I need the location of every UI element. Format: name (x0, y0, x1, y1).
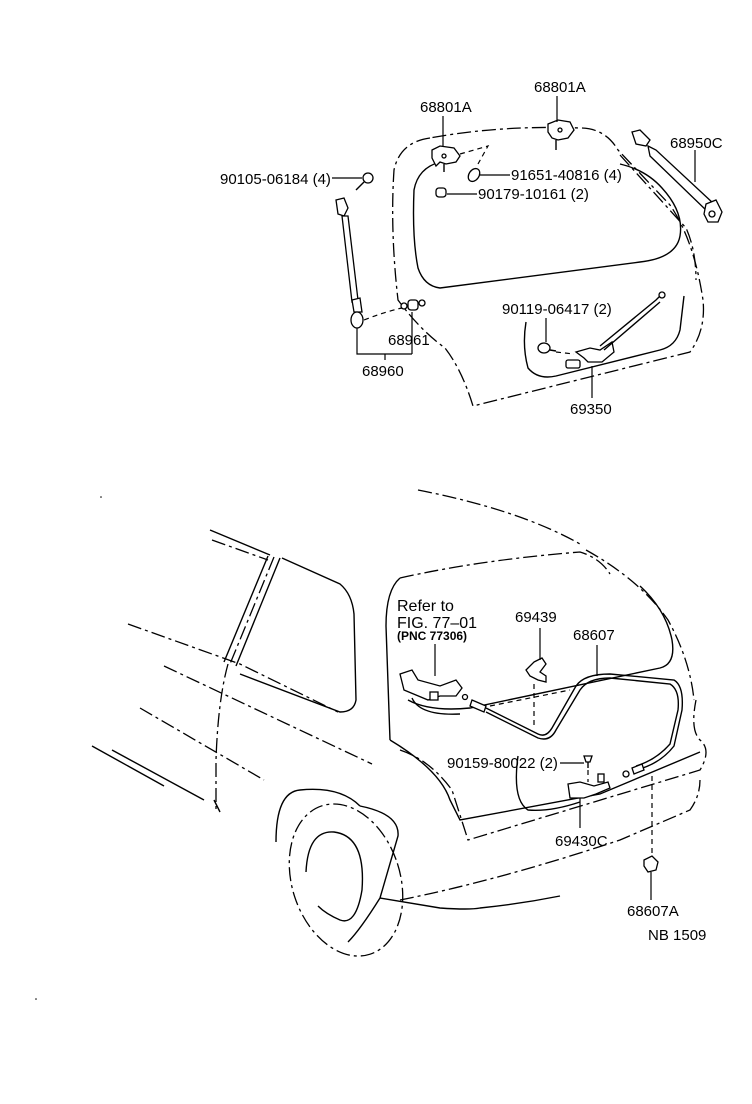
back-door-outline (392, 126, 705, 407)
label-68950C: 68950C (670, 135, 723, 152)
leader-68960-bracket (356, 328, 412, 355)
lever-arc (411, 697, 461, 715)
opener-lever-part[interactable] (399, 669, 463, 701)
bolt-90119-part[interactable] (537, 342, 557, 354)
back-door-right-edge-lower (585, 549, 695, 701)
bumper-top (399, 699, 707, 841)
label-91651-40816: 91651-40816 (4) (511, 167, 622, 184)
cushion-90179-part[interactable] (435, 187, 447, 198)
scan-speck (100, 496, 102, 498)
vehicle-rear-view: Refer to FIG. 77–01 (PNC 77306) 69439 68… (91, 489, 707, 957)
quarter-window (239, 557, 357, 713)
roof-line (417, 489, 581, 545)
refer-to-text: Refer to (397, 598, 454, 615)
label-90105-06184: 90105-06184 (4) (220, 171, 331, 188)
hinge-left-dashed-ref (459, 145, 490, 165)
screw-90159-part[interactable] (583, 755, 593, 768)
body-side-line-1 (163, 665, 373, 765)
back-door-left-edge (385, 577, 401, 741)
body-side-line-2 (139, 707, 265, 781)
label-69439: 69439 (515, 609, 557, 626)
roof-edge-left (209, 529, 271, 556)
rocker-line (379, 895, 561, 910)
cable-dashed-ref (489, 689, 571, 707)
label-90119-06417: 90119-06417 (2) (502, 301, 612, 318)
tire (288, 803, 404, 957)
c-pillar-outer (223, 555, 269, 663)
bolt-91651-part[interactable] (466, 166, 482, 183)
striker-69430C-part[interactable] (567, 773, 611, 799)
back-door-upper-edge (399, 551, 611, 579)
hatch-lower-edge (389, 739, 701, 821)
back-door-right-edge (619, 154, 697, 281)
body-side-line-4 (111, 749, 205, 801)
bumper-bottom (399, 779, 701, 901)
ball-stud-68961-part[interactable] (400, 299, 426, 311)
c-pillar-inner (235, 557, 281, 667)
wheel-rim (305, 831, 364, 922)
hinge-left-part[interactable] (431, 145, 461, 172)
damper-left-dashed-ref (363, 307, 403, 321)
lock-assy-69350-part[interactable] (565, 291, 666, 369)
label-69350: 69350 (570, 401, 612, 418)
label-90179-10161: 90179-10161 (2) (478, 186, 589, 203)
refer-pnc-text: (PNC 77306) (397, 629, 467, 643)
label-69430C: 69430C (555, 833, 608, 850)
label-68607A: 68607A (627, 903, 679, 920)
label-90159-80022: 90159-80022 (2) (447, 755, 558, 772)
label-68961: 68961 (388, 332, 430, 349)
back-window-outline (412, 161, 682, 289)
bolt-90105-part[interactable] (355, 172, 374, 191)
refer-fig-text: FIG. 77–01 (397, 615, 477, 632)
roof-edge-left-2 (211, 539, 269, 561)
cable-68607-part[interactable] (461, 673, 684, 778)
back-door-exploded-view: 68801A 68801A 90105-06184 (4) 91651-4081… (220, 79, 723, 418)
rear-quarter-edge (213, 799, 221, 813)
clip-68607A-part[interactable] (643, 855, 659, 873)
belt-line (127, 623, 339, 713)
damper-stay-right-part[interactable] (631, 129, 723, 223)
figure-code: NB 1509 (648, 927, 706, 944)
bolt-90119-dashed-ref (555, 351, 575, 355)
hinge-right-part[interactable] (547, 119, 575, 150)
body-side-line-3 (91, 745, 165, 787)
back-window (407, 585, 674, 710)
c-pillar-mid (229, 556, 275, 665)
label-68801A-right: 68801A (534, 79, 586, 96)
label-68801A-left: 68801A (420, 99, 472, 116)
scan-speck (35, 998, 37, 1000)
label-68960: 68960 (362, 363, 404, 380)
clamp-69439-part[interactable] (525, 657, 547, 683)
back-door-inner-recess (523, 295, 685, 378)
plate-recess (515, 755, 581, 812)
wheel-arch (275, 788, 361, 843)
label-68607: 68607 (573, 627, 615, 644)
damper-stay-left-part[interactable] (335, 197, 364, 329)
lower-body (347, 805, 399, 943)
door-rear-edge (215, 663, 229, 812)
